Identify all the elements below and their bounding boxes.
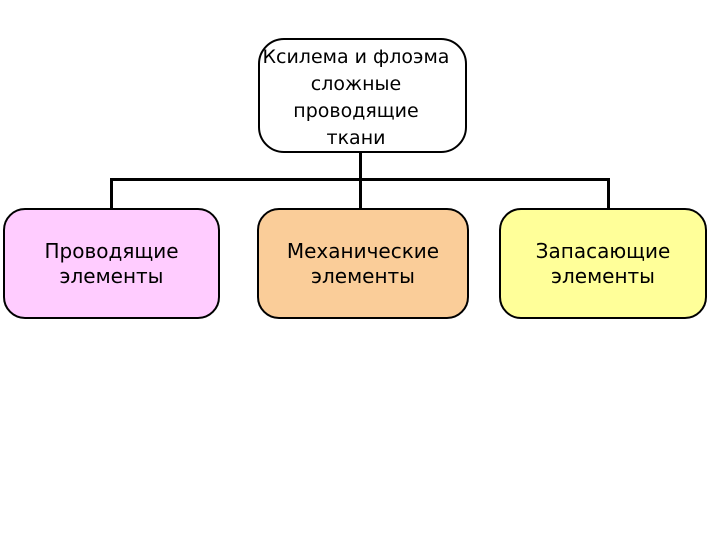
connector-drop-conducting <box>110 178 113 209</box>
connector-drop-storage <box>607 178 610 209</box>
node-conducting-elements[interactable]: Проводящие элементы <box>3 208 220 319</box>
node-root[interactable]: Ксилема и флоэма сложные проводящие ткан… <box>258 38 467 153</box>
node-root-label: Ксилема и флоэма сложные проводящие ткан… <box>262 46 450 149</box>
node-storage-elements[interactable]: Запасающие элементы <box>499 208 707 319</box>
connector-root-stem <box>359 151 362 181</box>
node-conducting-elements-label: Проводящие элементы <box>44 238 179 288</box>
node-mechanical-elements[interactable]: Механические элементы <box>257 208 469 319</box>
node-storage-elements-label: Запасающие элементы <box>535 238 671 288</box>
node-mechanical-elements-label: Механические элементы <box>286 238 440 288</box>
connector-drop-mechanical <box>359 178 362 209</box>
